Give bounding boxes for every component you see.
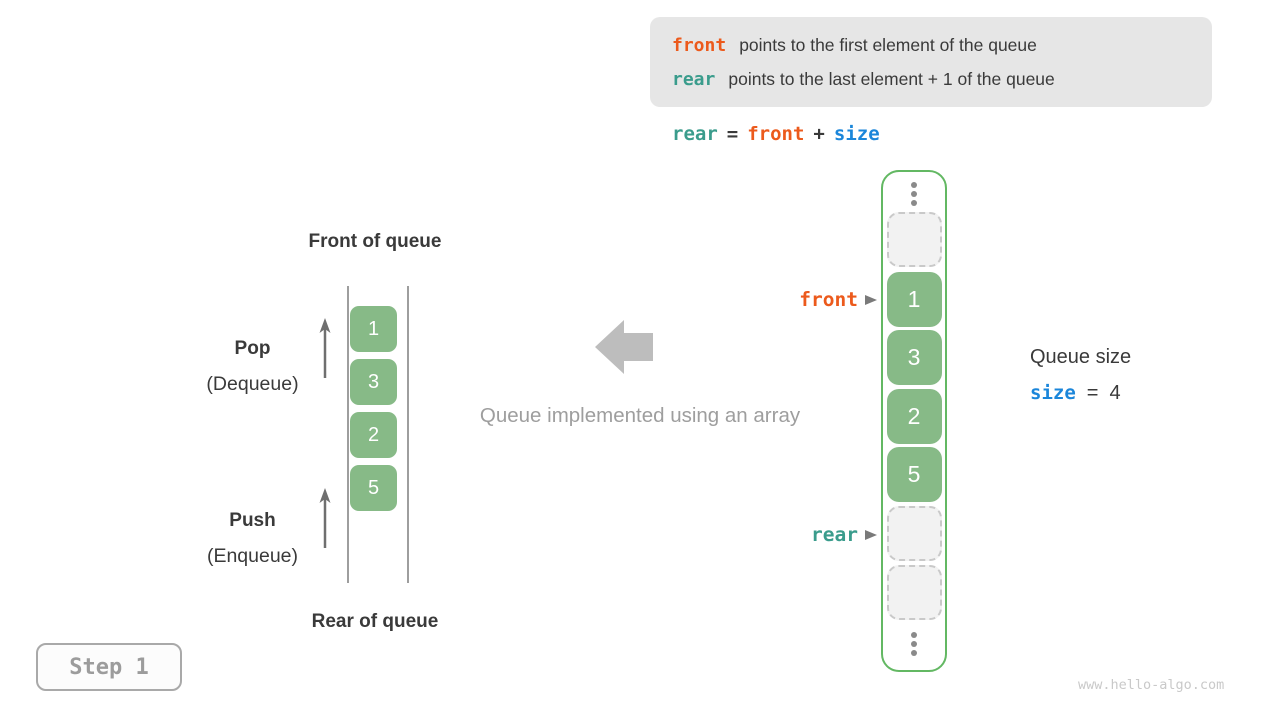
array-cell-empty	[886, 212, 942, 267]
ellipsis-bottom-icon	[911, 632, 917, 656]
array-cell: 3	[886, 330, 942, 385]
front-pointer-label: front	[799, 288, 858, 311]
left-queue-cell: 3	[350, 359, 397, 405]
right-arrowhead-icon	[865, 294, 877, 305]
pop-title: Pop	[234, 338, 271, 359]
legend-line-rear: rear points to the last element + 1 of t…	[672, 69, 1212, 90]
diagram-caption: Queue implemented using an array	[479, 404, 801, 427]
push-subtitle: (Enqueue)	[206, 545, 299, 567]
left-queue-cell: 1	[350, 306, 397, 352]
formula-equals: =	[726, 123, 739, 145]
array-cell: 1	[886, 272, 942, 327]
push-up-arrow-icon	[319, 488, 331, 548]
array-cell: 5	[886, 447, 942, 502]
rear-of-queue-title: Rear of queue	[311, 611, 439, 632]
watermark: www.hello-algo.com	[1078, 677, 1225, 693]
legend-box: front points to the first element of the…	[650, 17, 1212, 107]
push-label: Push (Enqueue)	[170, 511, 335, 567]
size-equals: =	[1086, 382, 1099, 404]
push-title: Push	[229, 510, 276, 531]
formula-front: front	[747, 123, 805, 145]
array-cell-empty	[886, 565, 942, 620]
rear-description: points to the last element + 1 of the qu…	[728, 68, 1055, 89]
left-queue-cell: 5	[350, 465, 397, 511]
ellipsis-top-icon	[911, 182, 917, 206]
front-description: points to the first element of the queue	[739, 34, 1037, 55]
queue-wall-left	[347, 286, 349, 583]
front-of-queue-title: Front of queue	[308, 231, 442, 252]
front-pointer: front	[799, 288, 877, 311]
size-variable: size	[1030, 382, 1076, 404]
rear-pointer: rear	[811, 523, 877, 546]
left-block-arrow-icon	[595, 320, 653, 374]
queue-wall-right	[407, 286, 409, 583]
size-value: 4	[1109, 382, 1121, 404]
formula-size: size	[833, 123, 880, 145]
rear-pointer-label: rear	[811, 523, 858, 546]
rear-keyword: rear	[672, 68, 716, 90]
formula-rear: rear	[672, 123, 718, 145]
pop-subtitle: (Dequeue)	[206, 373, 299, 395]
front-keyword: front	[672, 34, 727, 56]
pop-label: Pop (Dequeue)	[170, 339, 335, 395]
queue-size-formula: size = 4	[1030, 382, 1121, 405]
array-cell-empty	[886, 506, 942, 561]
pop-up-arrow-icon	[319, 318, 331, 378]
right-arrowhead-icon	[865, 529, 877, 540]
step-badge: Step 1	[36, 643, 182, 691]
formula-plus: +	[813, 123, 825, 145]
queue-size-title: Queue size	[1030, 346, 1132, 368]
legend-line-front: front points to the first element of the…	[672, 35, 1212, 56]
array-cell: 2	[886, 389, 942, 444]
left-queue-cell: 2	[350, 412, 397, 458]
array-column: 1 3 2 5	[881, 170, 947, 672]
pointer-formula: rear = front + size	[672, 123, 880, 145]
